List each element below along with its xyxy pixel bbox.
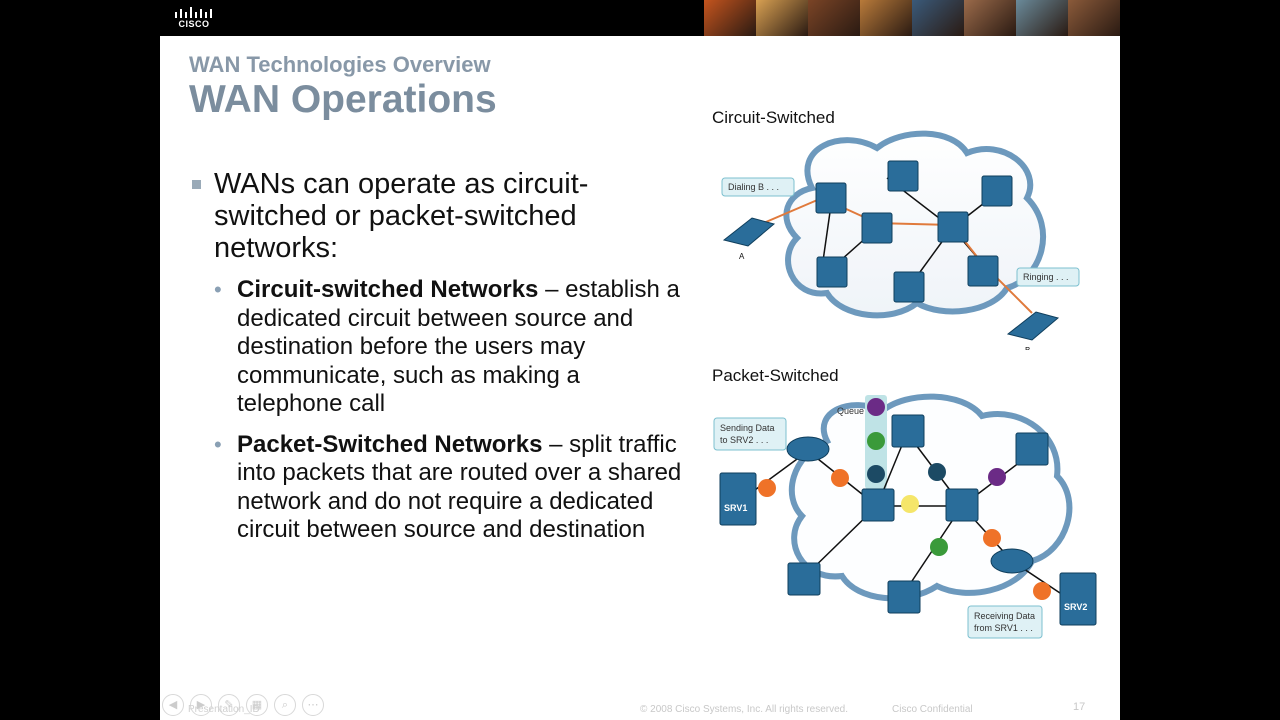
sub-bullet-packet-text: – split traffic into packets that are ro… — [237, 430, 682, 544]
square-bullet-icon — [192, 180, 201, 189]
dialing-callout-text: Dialing B . . . — [728, 182, 779, 192]
receiving-callout — [967, 605, 1043, 639]
cisco-bridge-icon — [175, 7, 212, 18]
confidential-text: Cisco Confidential — [892, 704, 973, 715]
dot-bullet-icon: • — [214, 431, 222, 457]
switch-device — [887, 160, 919, 192]
circuit-switched-label: Circuit-Switched — [712, 108, 835, 127]
packet-green — [930, 538, 948, 556]
srv1-label: SRV1 — [724, 503, 747, 513]
bullet-list: WANs can operate as circuit-switched or … — [190, 168, 690, 545]
server-device — [719, 472, 757, 526]
packet-orange — [831, 469, 849, 487]
photo-banner — [704, 0, 1120, 36]
circuit-switched-diagram: A B Dialing B . . . Ringing . . . — [721, 130, 1080, 350]
ringing-callout — [1016, 267, 1080, 287]
zoom-icon[interactable]: ⌕ — [274, 694, 296, 716]
switch-device — [893, 271, 925, 303]
receiving-callout-line2: from SRV1 . . . — [974, 623, 1033, 633]
copyright-text: © 2008 Cisco Systems, Inc. All rights re… — [640, 704, 849, 715]
sub-bullet-packet: • Packet-Switched Networks – split traff… — [190, 431, 690, 545]
phone-icon — [1006, 311, 1060, 341]
packet-switch-device — [1015, 432, 1049, 466]
more-options-icon[interactable]: ⋯ — [302, 694, 324, 716]
sub-bullet-circuit: • Circuit-switched Networks – establish … — [190, 276, 690, 419]
photo-tile — [808, 0, 860, 36]
phone-b-label: B — [1025, 346, 1030, 350]
packet-navy — [928, 463, 946, 481]
bullet-main: WANs can operate as circuit-switched or … — [190, 168, 690, 264]
packet-purple — [988, 468, 1006, 486]
switch-device — [981, 175, 1013, 207]
packet-switch-device — [891, 414, 925, 448]
packet-switch-device — [861, 488, 895, 522]
phone-a-label: A — [739, 252, 745, 261]
packet-orange — [758, 479, 776, 497]
photo-tile — [1068, 0, 1120, 36]
queue-label: Queue — [837, 406, 864, 416]
switch-device — [816, 256, 848, 288]
page-number: 17 — [1073, 701, 1086, 713]
presentation-controls: ◀ ▶ ✎ ▦ ⌕ ⋯ — [162, 694, 324, 716]
phone-icon — [722, 217, 776, 247]
presentation-id: Presentation_ID — [188, 704, 260, 715]
photo-tile — [1016, 0, 1068, 36]
dot-bullet-icon: • — [214, 277, 222, 302]
packet-navy — [867, 465, 885, 483]
ringing-callout-text: Ringing . . . — [1023, 272, 1069, 282]
packet-orange — [983, 529, 1001, 547]
packet-switch-device — [787, 562, 821, 596]
packet-switch-device — [887, 580, 921, 614]
cisco-logo: CISCO — [172, 6, 216, 30]
switch-device — [861, 212, 893, 244]
packet-yellow — [901, 495, 919, 513]
srv2-label: SRV2 — [1064, 602, 1087, 612]
server-device — [1059, 572, 1097, 626]
next-slide-icon[interactable]: ▶ — [190, 694, 212, 716]
slide-subtitle: WAN Technologies Overview — [189, 52, 491, 77]
router-device — [990, 548, 1034, 574]
packet-switched-label: Packet-Switched — [712, 366, 839, 385]
sub-bullet-circuit-term: Circuit-switched Networks — [237, 276, 539, 303]
pen-icon[interactable]: ✎ — [218, 694, 240, 716]
sub-bullet-circuit-text: – establish a dedicated circuit between … — [237, 276, 680, 417]
photo-tile — [756, 0, 808, 36]
top-header-bar: CISCO — [0, 0, 1280, 36]
switch-device — [967, 255, 999, 287]
sending-callout-line2: to SRV2 . . . — [720, 435, 768, 445]
sending-callout — [713, 417, 787, 451]
slide-canvas: WAN Technologies Overview WAN Operations… — [160, 36, 1120, 720]
photo-tile — [912, 0, 964, 36]
slide-title: WAN Operations — [189, 78, 497, 121]
photo-tile — [964, 0, 1016, 36]
cisco-wordmark: CISCO — [178, 19, 210, 29]
packet-green — [867, 432, 885, 450]
router-device — [786, 436, 830, 462]
receiving-callout-line1: Receiving Data — [974, 611, 1035, 621]
sub-bullet-packet-term: Packet-Switched Networks — [237, 430, 543, 458]
photo-tile — [704, 0, 756, 36]
switch-device — [815, 182, 847, 214]
packet-orange — [1033, 582, 1051, 600]
packet-purple — [867, 398, 885, 416]
dialing-callout — [721, 177, 795, 197]
switch-device — [937, 211, 969, 243]
slides-grid-icon[interactable]: ▦ — [246, 694, 268, 716]
packet-switch-device — [945, 488, 979, 522]
previous-slide-icon[interactable]: ◀ — [162, 694, 184, 716]
photo-tile — [860, 0, 912, 36]
packet-switched-diagram: Queue SRV1 SRV2 — [713, 393, 1097, 639]
bullet-main-text: WANs can operate as circuit-switched or … — [214, 168, 589, 264]
sending-callout-line1: Sending Data — [720, 423, 775, 433]
